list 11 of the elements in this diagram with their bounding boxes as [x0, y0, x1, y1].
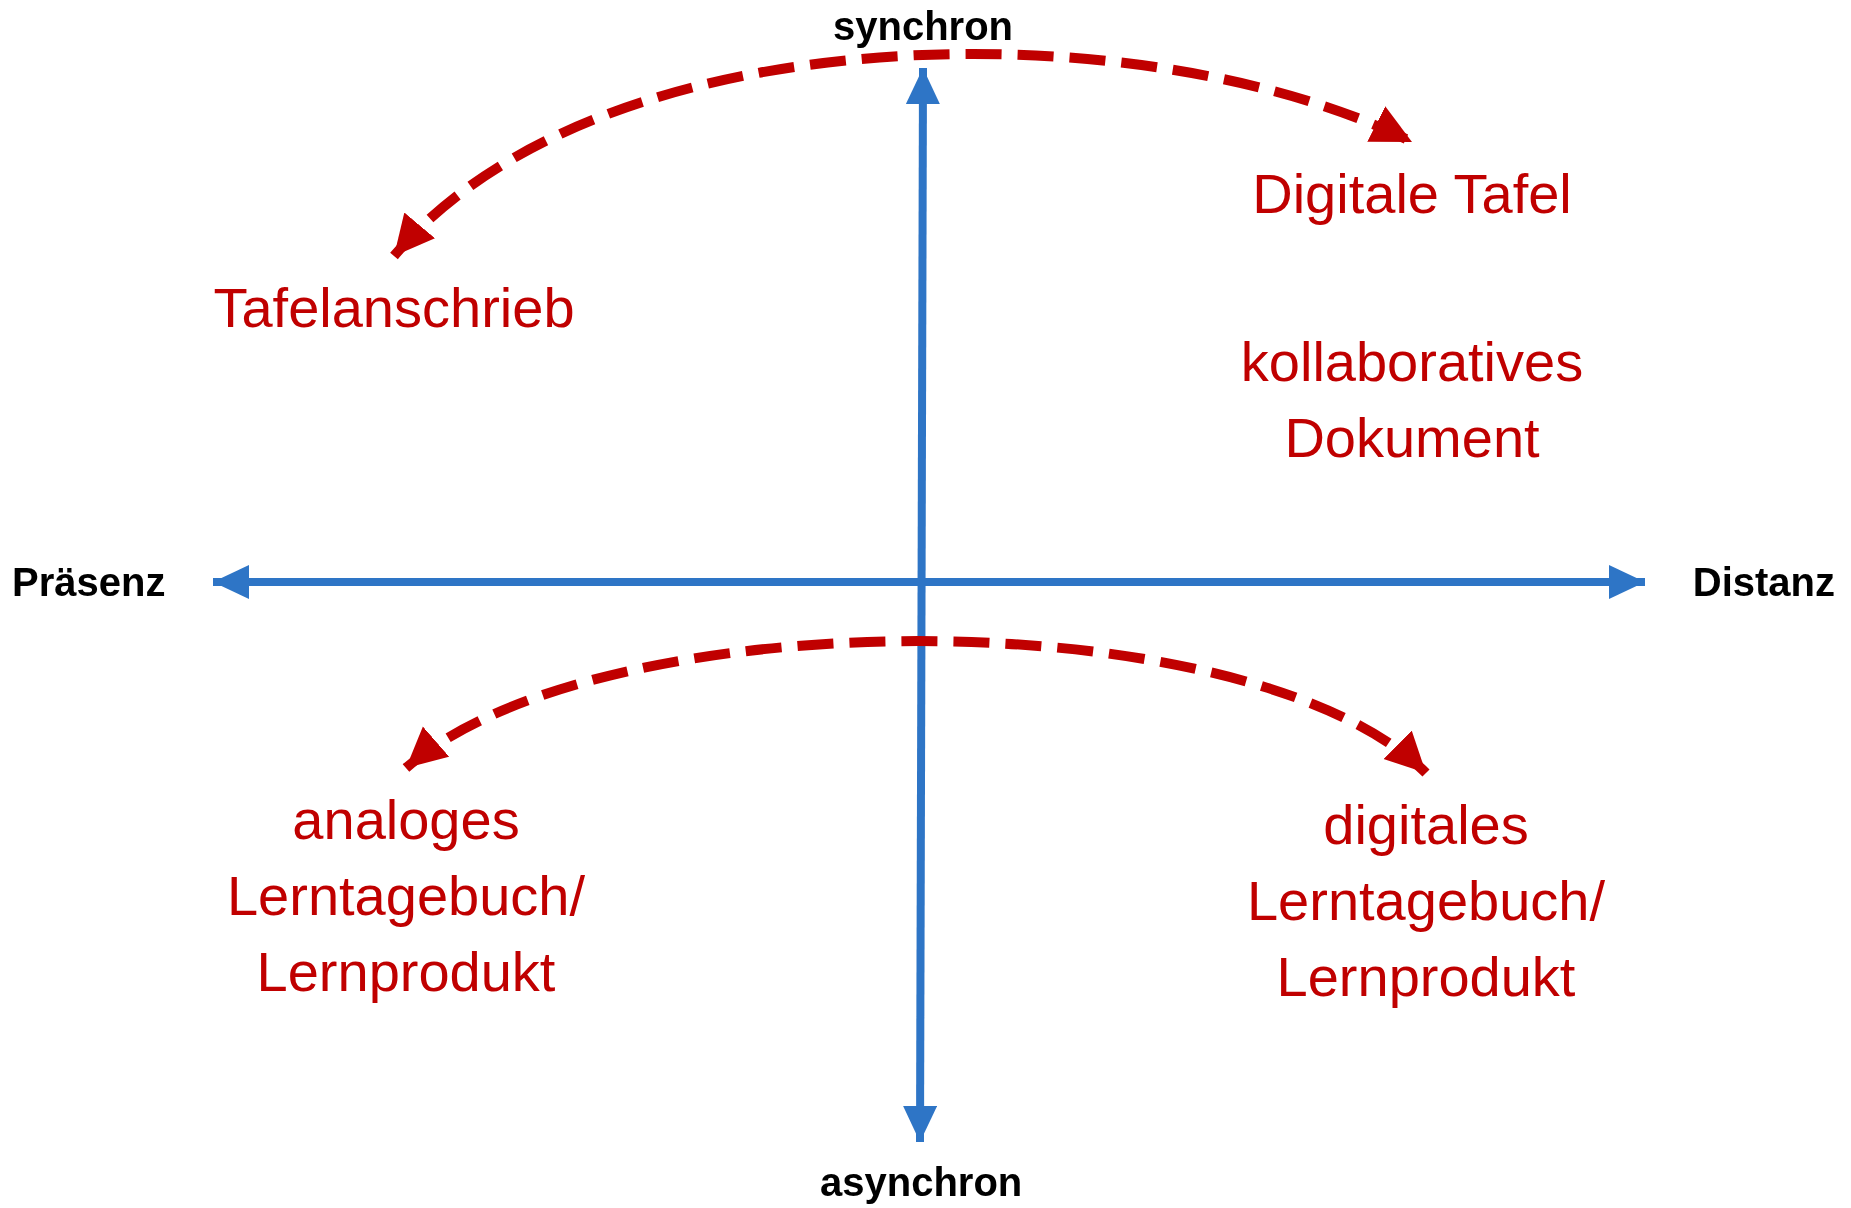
text-label: Tafelanschrieb — [213, 275, 575, 341]
text-label: Digitale Tafel — [1252, 161, 1572, 227]
curved-arrow — [403, 636, 1429, 777]
axis-label: synchron — [831, 3, 1014, 50]
axis-label: asynchron — [820, 1159, 1020, 1206]
text-label: kollaboratives Dokument — [1239, 329, 1585, 471]
text-label: analoges Lerntagebuch/ Lernprodukt — [225, 787, 587, 1005]
axis-label: Präsenz — [12, 559, 166, 606]
curved-arrow — [390, 49, 1414, 260]
text-label: digitales Lerntagebuch/ Lernprodukt — [1245, 792, 1607, 1010]
axis-label: Distanz — [1692, 559, 1835, 606]
